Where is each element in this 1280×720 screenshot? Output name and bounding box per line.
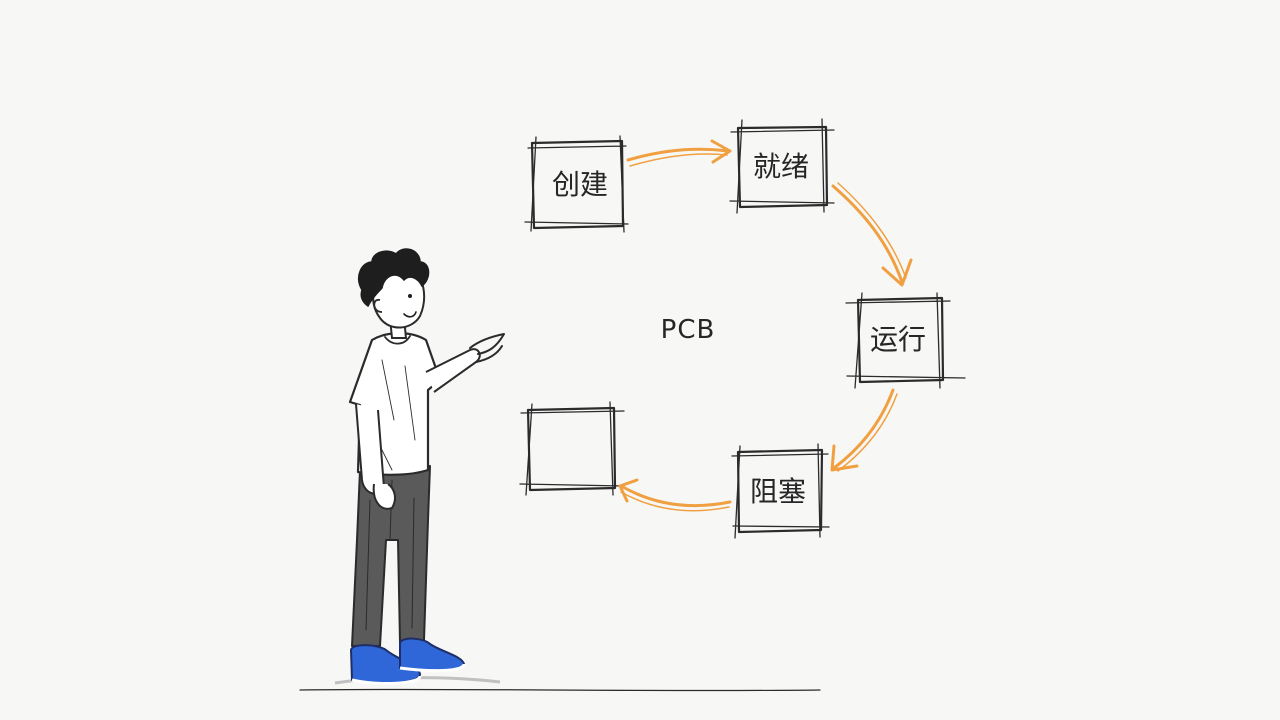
ground-line	[299, 688, 821, 692]
arrow-create-to-ready-head	[710, 139, 732, 164]
shoe-soles	[351, 663, 466, 685]
state-box-blocked: 阻塞	[731, 443, 830, 539]
state-label-blocked: 阻塞	[750, 475, 806, 508]
arrow-ready-to-running-shaft	[831, 184, 904, 284]
state-box-create: 创建	[524, 135, 629, 233]
state-label-running: 运行	[870, 323, 926, 356]
person-illustration	[334, 248, 505, 685]
state-label-ready: 就绪	[753, 150, 809, 183]
person-shoe-right	[399, 637, 465, 672]
person-pants	[351, 465, 431, 647]
arrow-running-to-blocked-head	[830, 444, 859, 472]
transition-arrows	[618, 139, 913, 512]
arrow-create-to-ready-shaft	[626, 147, 730, 162]
center-label-pcb: PCB	[661, 315, 716, 345]
person-ear	[373, 299, 383, 313]
state-box-ready: 就绪	[729, 118, 835, 214]
person-smile	[403, 311, 417, 318]
arrow-blocked-to-empty-shaft-2	[620, 491, 730, 512]
state-box-empty	[519, 401, 625, 496]
person-eye	[408, 294, 412, 298]
arrow-running-to-blocked-shaft-2	[837, 393, 898, 472]
state-label-create: 创建	[552, 168, 608, 201]
arrow-ready-to-running-shaft-2	[837, 182, 907, 279]
arrow-running-to-blocked-shaft	[832, 388, 895, 470]
person-arm-right	[425, 348, 481, 393]
arrow-ready-to-running	[831, 182, 913, 287]
shirt-collar	[384, 335, 411, 345]
arrow-blocked-to-empty-shaft	[621, 485, 732, 508]
arrow-ready-to-running-head	[881, 258, 913, 287]
arrow-blocked-to-empty	[618, 478, 732, 512]
person-hand-left	[372, 483, 396, 510]
arrow-blocked-to-empty-head	[618, 478, 639, 503]
person-hand-right	[469, 333, 505, 363]
arrow-create-to-ready	[626, 139, 732, 167]
arrow-running-to-blocked	[830, 388, 898, 472]
person-hair	[358, 248, 430, 308]
arrow-create-to-ready-shaft-2	[629, 153, 728, 167]
state-box-running: 运行	[845, 292, 966, 389]
